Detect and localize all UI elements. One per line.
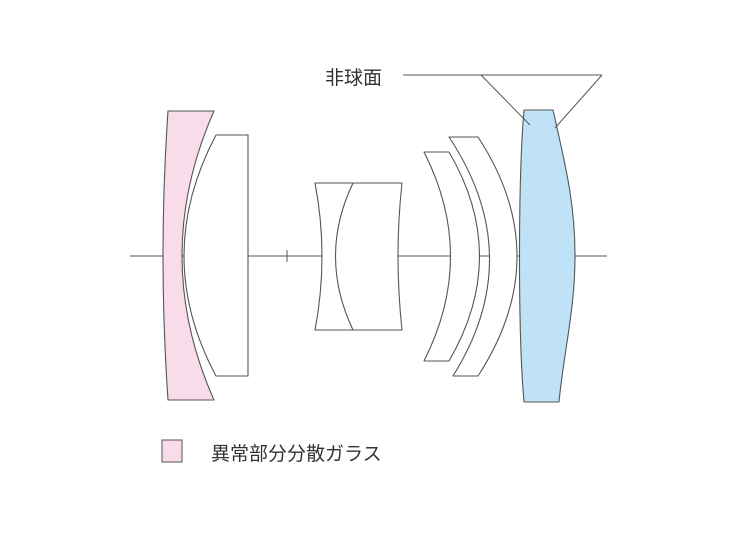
aspherical-pointer-left <box>480 74 531 126</box>
lens-element-7-aspherical <box>518 109 576 403</box>
lens-element-1-ed-glass <box>162 110 215 401</box>
lens-element-5 <box>423 151 481 362</box>
lens-element-4 <box>335 182 403 331</box>
legend-swatch-ed-glass <box>161 439 183 463</box>
aspherical-label: 非球面 <box>325 67 382 89</box>
aspherical-pointer-right <box>554 74 603 129</box>
lens-element-6 <box>448 136 518 377</box>
lens-element-2 <box>183 134 249 377</box>
legend: 異常部分分散ガラス <box>161 439 382 465</box>
legend-label-ed-glass: 異常部分分散ガラス <box>211 443 382 465</box>
